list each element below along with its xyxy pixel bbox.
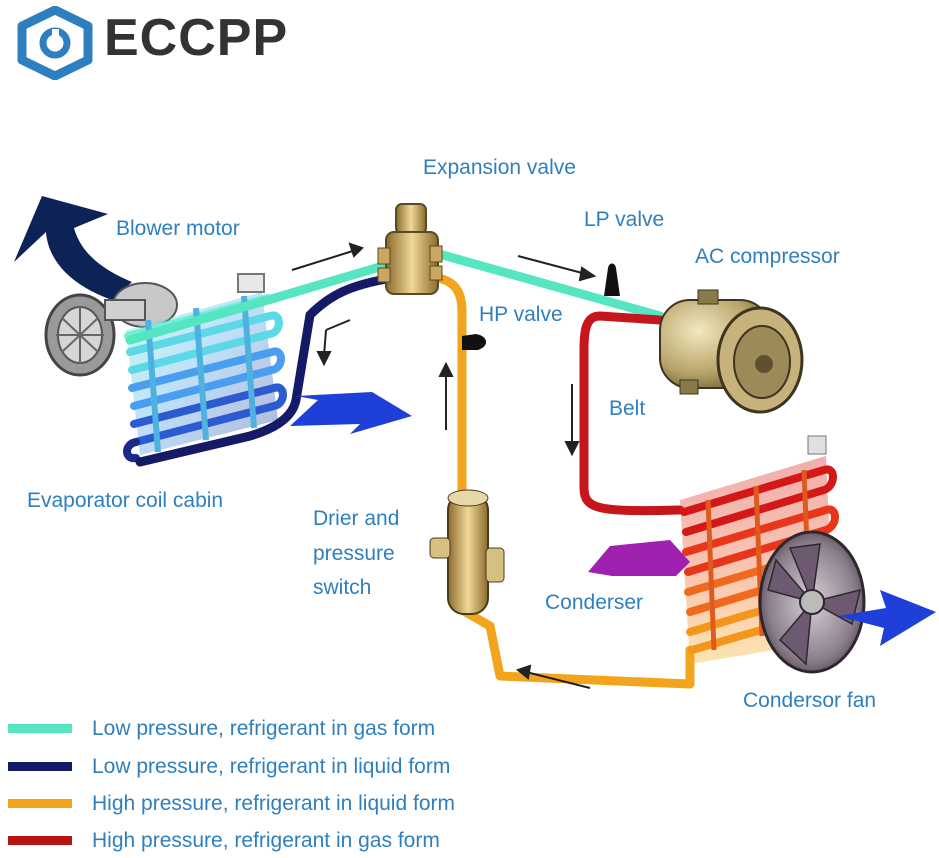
legend-item: Low pressure, refrigerant in liquid form <box>8 752 608 782</box>
legend-item: Low pressure, refrigerant in gas form <box>8 714 608 744</box>
evaporator-label: Evaporator coil cabin <box>27 489 224 512</box>
legend-swatch-high-liquid <box>8 799 72 808</box>
legend-swatch-low-gas <box>8 724 72 733</box>
drier-icon <box>429 489 505 615</box>
drier-label-line1: Drier and <box>313 507 400 530</box>
drier-label-line3: switch <box>313 576 372 599</box>
lp-valve-label: LP valve <box>584 208 665 231</box>
legend-swatch-high-gas <box>8 836 72 845</box>
flow-direction-arrows <box>291 242 597 689</box>
evaporator-airflow-arrow-icon <box>290 392 412 434</box>
brand-logo-icon <box>17 6 93 80</box>
hp-valve-label: HP valve <box>479 303 563 326</box>
drier-label-line2: pressure <box>313 542 395 565</box>
condenser-fan-label: Condersor fan <box>743 689 877 712</box>
brand-name: ECCPP <box>104 9 289 67</box>
legend-label: High pressure, refrigerant in liquid for… <box>92 792 455 815</box>
low-pressure-liquid-line <box>135 273 397 467</box>
legend-swatch-low-liquid <box>8 762 72 771</box>
lp-valve-icon <box>604 263 620 296</box>
high-pressure-liquid-line-down <box>457 605 695 689</box>
ac-compressor-icon <box>659 289 804 414</box>
low-pressure-gas-line <box>125 247 665 345</box>
cabin-airflow-arrow-icon <box>14 196 132 300</box>
legend-label: High pressure, refrigerant in gas form <box>92 829 440 852</box>
hp-valve-icon <box>462 334 487 350</box>
ac-compressor-label: AC compressor <box>695 245 840 268</box>
expansion-valve-icon <box>377 203 443 295</box>
belt-label: Belt <box>609 397 646 420</box>
condenser-intake-arrow-icon <box>588 540 690 576</box>
condenser-label: Conderser <box>545 591 644 614</box>
legend-item: High pressure, refrigerant in gas form <box>8 826 608 856</box>
high-pressure-liquid-line-up <box>433 273 467 505</box>
legend-item: High pressure, refrigerant in liquid for… <box>8 789 608 819</box>
high-pressure-gas-line <box>579 311 685 516</box>
expansion-valve-label: Expansion valve <box>423 156 576 179</box>
legend-label: Low pressure, refrigerant in liquid form <box>92 755 451 778</box>
blower-motor-icon <box>44 282 178 377</box>
condenser-fan-icon <box>758 530 866 674</box>
legend-label: Low pressure, refrigerant in gas form <box>92 717 436 740</box>
blower-motor-label: Blower motor <box>116 217 240 240</box>
fan-airflow-arrow-icon <box>838 590 936 646</box>
